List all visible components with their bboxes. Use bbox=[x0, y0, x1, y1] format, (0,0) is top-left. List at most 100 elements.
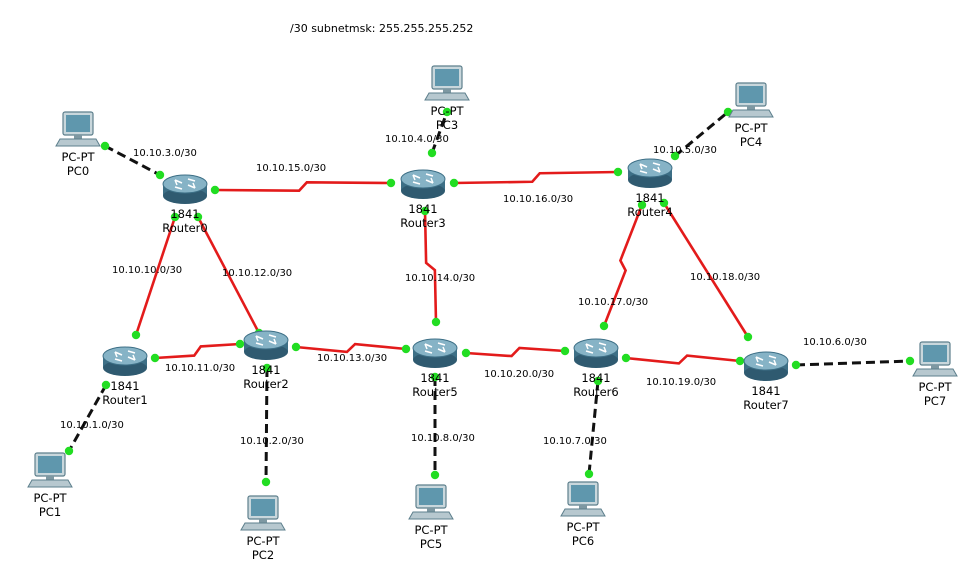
router-name-label: Router3 bbox=[400, 216, 445, 230]
link-r1-r2-port-a[interactable] bbox=[150, 353, 160, 363]
link-r5-r6-port-b[interactable] bbox=[560, 346, 570, 356]
link-pc1-r1-port-a[interactable] bbox=[101, 380, 111, 390]
pc-type-label: PC-PT bbox=[918, 380, 952, 394]
link-pc3-r3-ethernet-cable[interactable] bbox=[430, 111, 449, 154]
subnet-mask-note: /30 subnetmsk: 255.255.255.252 bbox=[290, 22, 474, 35]
link-r0-r2-network-label: 10.10.12.0/30 bbox=[222, 268, 292, 279]
link-pc4-r4-ethernet-cable[interactable] bbox=[674, 110, 729, 158]
network-labels-layer: 10.10.3.0/3010.10.1.0/3010.10.2.0/3010.1… bbox=[60, 134, 867, 447]
link-pc3-r3-port-a[interactable] bbox=[427, 148, 437, 158]
link-r4-r6-serial-cable[interactable] bbox=[602, 204, 644, 327]
router-model-label: 1841 bbox=[581, 371, 610, 385]
link-pc6-r6-port-a[interactable] bbox=[593, 376, 603, 386]
router-model-label: 1841 bbox=[110, 379, 139, 393]
link-pc6-r6-ethernet-cable[interactable] bbox=[587, 380, 600, 475]
link-r4-r6-port-a[interactable] bbox=[637, 200, 647, 210]
link-r1-r2-port-b[interactable] bbox=[235, 339, 245, 349]
link-r0-r3-port-b[interactable] bbox=[386, 178, 396, 188]
link-r4-r7-serial-cable[interactable] bbox=[662, 202, 750, 338]
link-pc2-r2-port-b[interactable] bbox=[261, 477, 271, 487]
link-r0-r1-port-b[interactable] bbox=[131, 330, 141, 340]
link-r0-r3-network-label: 10.10.15.0/30 bbox=[256, 163, 326, 174]
link-r0-r1-port-a[interactable] bbox=[170, 212, 180, 222]
link-r3-r5-serial-cable[interactable] bbox=[423, 210, 438, 323]
link-r4-r7-network-label: 10.10.18.0/30 bbox=[690, 272, 760, 283]
link-pc5-r5-port-a[interactable] bbox=[430, 372, 440, 382]
link-pc6-r6-port-b[interactable] bbox=[584, 469, 594, 479]
link-r3-r4-port-b[interactable] bbox=[613, 167, 623, 177]
link-r5-r6-network-label: 10.10.20.0/30 bbox=[484, 369, 554, 380]
pc-type-label: PC-PT bbox=[33, 491, 67, 505]
link-pc2-r2-ethernet-cable[interactable] bbox=[264, 367, 269, 483]
link-pc7-r7-port-a[interactable] bbox=[791, 360, 801, 370]
link-r6-r7-port-a[interactable] bbox=[621, 353, 631, 363]
link-r0-r1-serial-cable[interactable] bbox=[134, 216, 177, 336]
link-pc0-r0-port-a[interactable] bbox=[100, 141, 110, 151]
link-r5-r6-serial-cable[interactable] bbox=[465, 346, 566, 358]
link-r3-r4-serial-cable[interactable] bbox=[453, 170, 619, 185]
link-r0-r2-port-a[interactable] bbox=[193, 212, 203, 222]
pc-name-label: PC0 bbox=[67, 164, 89, 178]
link-r0-r3-serial-cable[interactable] bbox=[214, 181, 392, 192]
pc-name-label: PC4 bbox=[740, 135, 762, 149]
router-icon bbox=[743, 351, 789, 381]
link-r2-r5-port-a[interactable] bbox=[291, 342, 301, 352]
pc-name-label: PC6 bbox=[572, 534, 594, 548]
link-pc1-r1-ethernet-cable[interactable] bbox=[67, 384, 108, 452]
pc-name-label: PC1 bbox=[39, 505, 61, 519]
router-model-label: 1841 bbox=[635, 191, 664, 205]
link-pc3-r3-port-b[interactable] bbox=[442, 107, 452, 117]
link-r4-r6-network-label: 10.10.17.0/30 bbox=[578, 297, 648, 308]
pc-type-label: PC-PT bbox=[430, 104, 464, 118]
link-pc2-r2-network-label: 10.10.2.0/30 bbox=[240, 436, 304, 447]
link-r5-r6-port-a[interactable] bbox=[461, 348, 471, 358]
link-pc7-r7-port-b[interactable] bbox=[905, 356, 915, 366]
link-r3-r5-port-b[interactable] bbox=[431, 317, 441, 327]
link-pc7-r7-ethernet-cable[interactable] bbox=[795, 359, 911, 367]
link-r4-r6-port-b[interactable] bbox=[599, 321, 609, 331]
link-pc0-r0-port-b[interactable] bbox=[155, 170, 165, 180]
link-r0-r2-serial-cable[interactable] bbox=[196, 216, 261, 334]
link-r0-r3-port-a[interactable] bbox=[210, 185, 220, 195]
router-model-label: 1841 bbox=[751, 384, 780, 398]
link-pc5-r5-port-b[interactable] bbox=[430, 470, 440, 480]
link-r2-r5-port-b[interactable] bbox=[401, 344, 411, 354]
router-name-label: Router7 bbox=[743, 398, 788, 412]
link-r6-r7-port-b[interactable] bbox=[735, 356, 745, 366]
link-r6-r7-serial-cable[interactable] bbox=[625, 354, 741, 365]
link-pc4-r4-port-a[interactable] bbox=[670, 151, 680, 161]
link-pc2-r2-port-a[interactable] bbox=[262, 363, 272, 373]
router-name-label: Router4 bbox=[627, 205, 672, 219]
link-pc1-r1-port-b[interactable] bbox=[64, 446, 74, 456]
router-model-label: 1841 bbox=[408, 202, 437, 216]
router-icon bbox=[243, 330, 289, 360]
link-pc0-r0-ethernet-cable[interactable] bbox=[104, 144, 161, 177]
link-r4-r7-port-a[interactable] bbox=[659, 198, 669, 208]
link-r2-r5-serial-cable[interactable] bbox=[295, 342, 407, 354]
pc-type-label: PC-PT bbox=[734, 121, 768, 135]
link-r3-r4-port-a[interactable] bbox=[449, 178, 459, 188]
link-r3-r4-network-label: 10.10.16.0/30 bbox=[503, 194, 573, 205]
pc-type-label: PC-PT bbox=[566, 520, 600, 534]
link-r1-r2-serial-cable[interactable] bbox=[154, 342, 241, 360]
link-r3-r5-port-a[interactable] bbox=[420, 206, 430, 216]
link-pc6-r6-network-label: 10.10.7.0/30 bbox=[543, 436, 607, 447]
link-r4-r7-port-b[interactable] bbox=[743, 332, 753, 342]
